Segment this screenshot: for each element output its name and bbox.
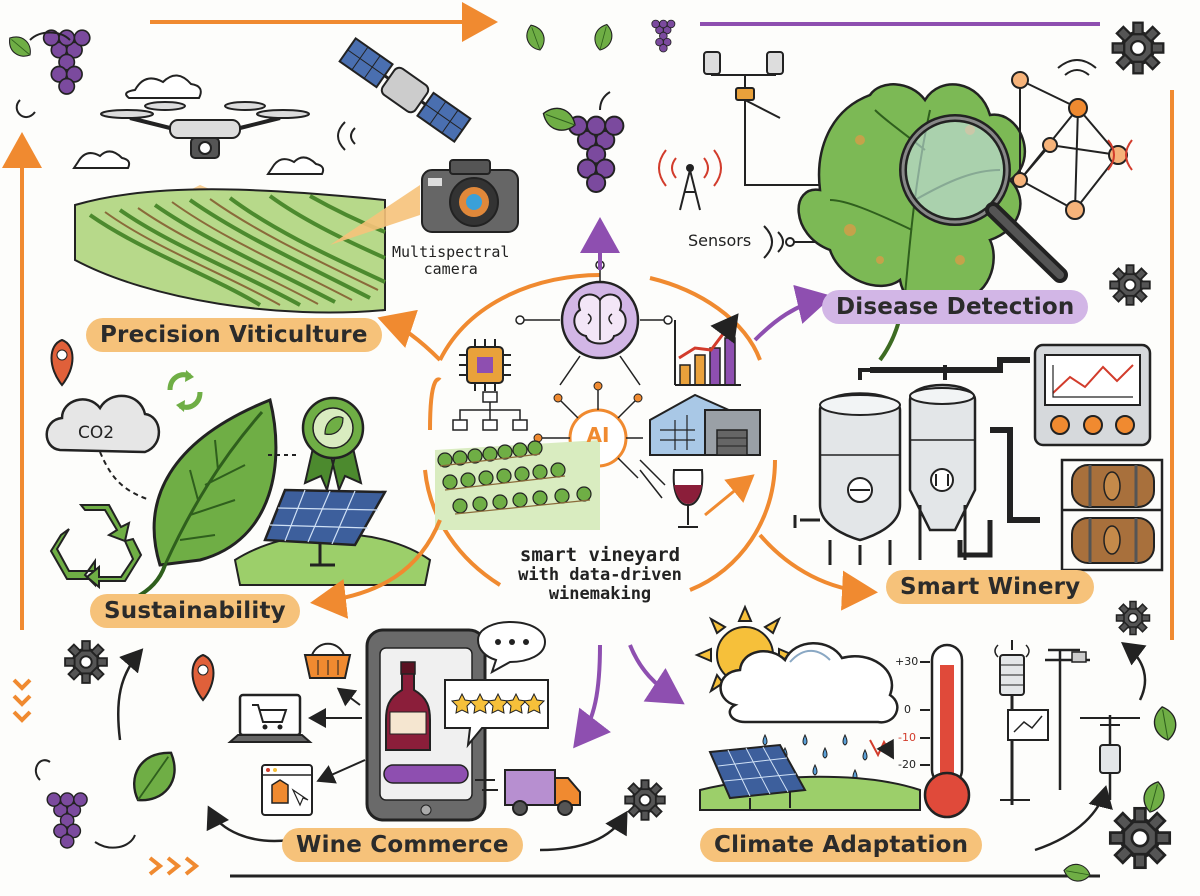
brain-icon: [560, 280, 640, 360]
solar-panel-icon: [708, 743, 807, 810]
node-sustainability: Sustainability: [90, 594, 300, 628]
camera-label-line1: Multispectral: [392, 243, 510, 261]
bar-chart-icon: [674, 313, 741, 386]
satellite-icon: [338, 36, 472, 144]
camera-label: Multispectral camera: [392, 243, 510, 279]
central-ai-hub: [423, 260, 777, 592]
ai-badge-text: AI: [586, 423, 610, 447]
weather-station-icon: [994, 640, 1140, 805]
disease-detection-scene: [658, 51, 1133, 362]
node-precision-viticulture: Precision Viticulture: [86, 318, 382, 352]
wine-commerce-scene: [227, 620, 611, 822]
tank-icon: [793, 392, 902, 565]
truck-icon: [475, 769, 581, 816]
barrel-icon: [1060, 458, 1164, 572]
outer-frame: [2, 2, 1174, 878]
co2-label: CO2: [78, 423, 115, 443]
star-rating-icon: [444, 679, 549, 749]
recycle-icon: [49, 504, 143, 590]
hub-caption: smart vineyard with data-driven winemaki…: [490, 544, 710, 605]
antenna-icon: [658, 149, 722, 211]
location-pin-icon: [50, 338, 215, 702]
cloud-icon: [719, 642, 899, 724]
cart-icon: [252, 704, 288, 730]
chip-icon: [459, 339, 511, 391]
thermo-tick-0: 0: [904, 703, 911, 716]
node-climate-adaptation: Climate Adaptation: [700, 828, 983, 862]
factory-icon: [649, 393, 761, 456]
laptop-icon: [227, 693, 313, 743]
node-wine-commerce: Wine Commerce: [282, 828, 523, 862]
sensors-label: Sensors: [688, 231, 752, 250]
drone-icon: [100, 101, 310, 159]
thermo-tick-30: +30: [895, 655, 919, 668]
hub-caption-line2: with data-driven: [518, 565, 682, 586]
hub-caption-line1: smart vineyard: [519, 544, 681, 566]
thermo-tick-minus20: -20: [898, 758, 916, 771]
precision-viticulture-scene: [72, 36, 519, 314]
wine-glass-icon: [672, 469, 704, 528]
camera-icon: [421, 159, 519, 233]
camera-label-line2: camera: [423, 260, 478, 279]
hub-caption-line3: winemaking: [548, 584, 652, 605]
bottle-icon: [385, 661, 431, 751]
node-smart-winery: Smart Winery: [886, 570, 1095, 604]
thermometer-icon: [920, 643, 971, 819]
sustainability-scene: [45, 370, 432, 600]
magnifier-icon: [899, 114, 1068, 283]
smart-winery-scene: [793, 343, 1164, 572]
top-grapes-decoration: [3, 19, 676, 119]
grape-icon: [539, 91, 625, 193]
climate-adaptation-scene: [694, 604, 1140, 819]
node-disease-detection: Disease Detection: [822, 290, 1089, 324]
gear-icon: [1111, 21, 1165, 75]
award-icon: [301, 396, 365, 494]
chat-icon: [476, 620, 547, 675]
basket-icon: [303, 642, 352, 679]
thermo-tick-minus10: -10: [898, 731, 916, 744]
